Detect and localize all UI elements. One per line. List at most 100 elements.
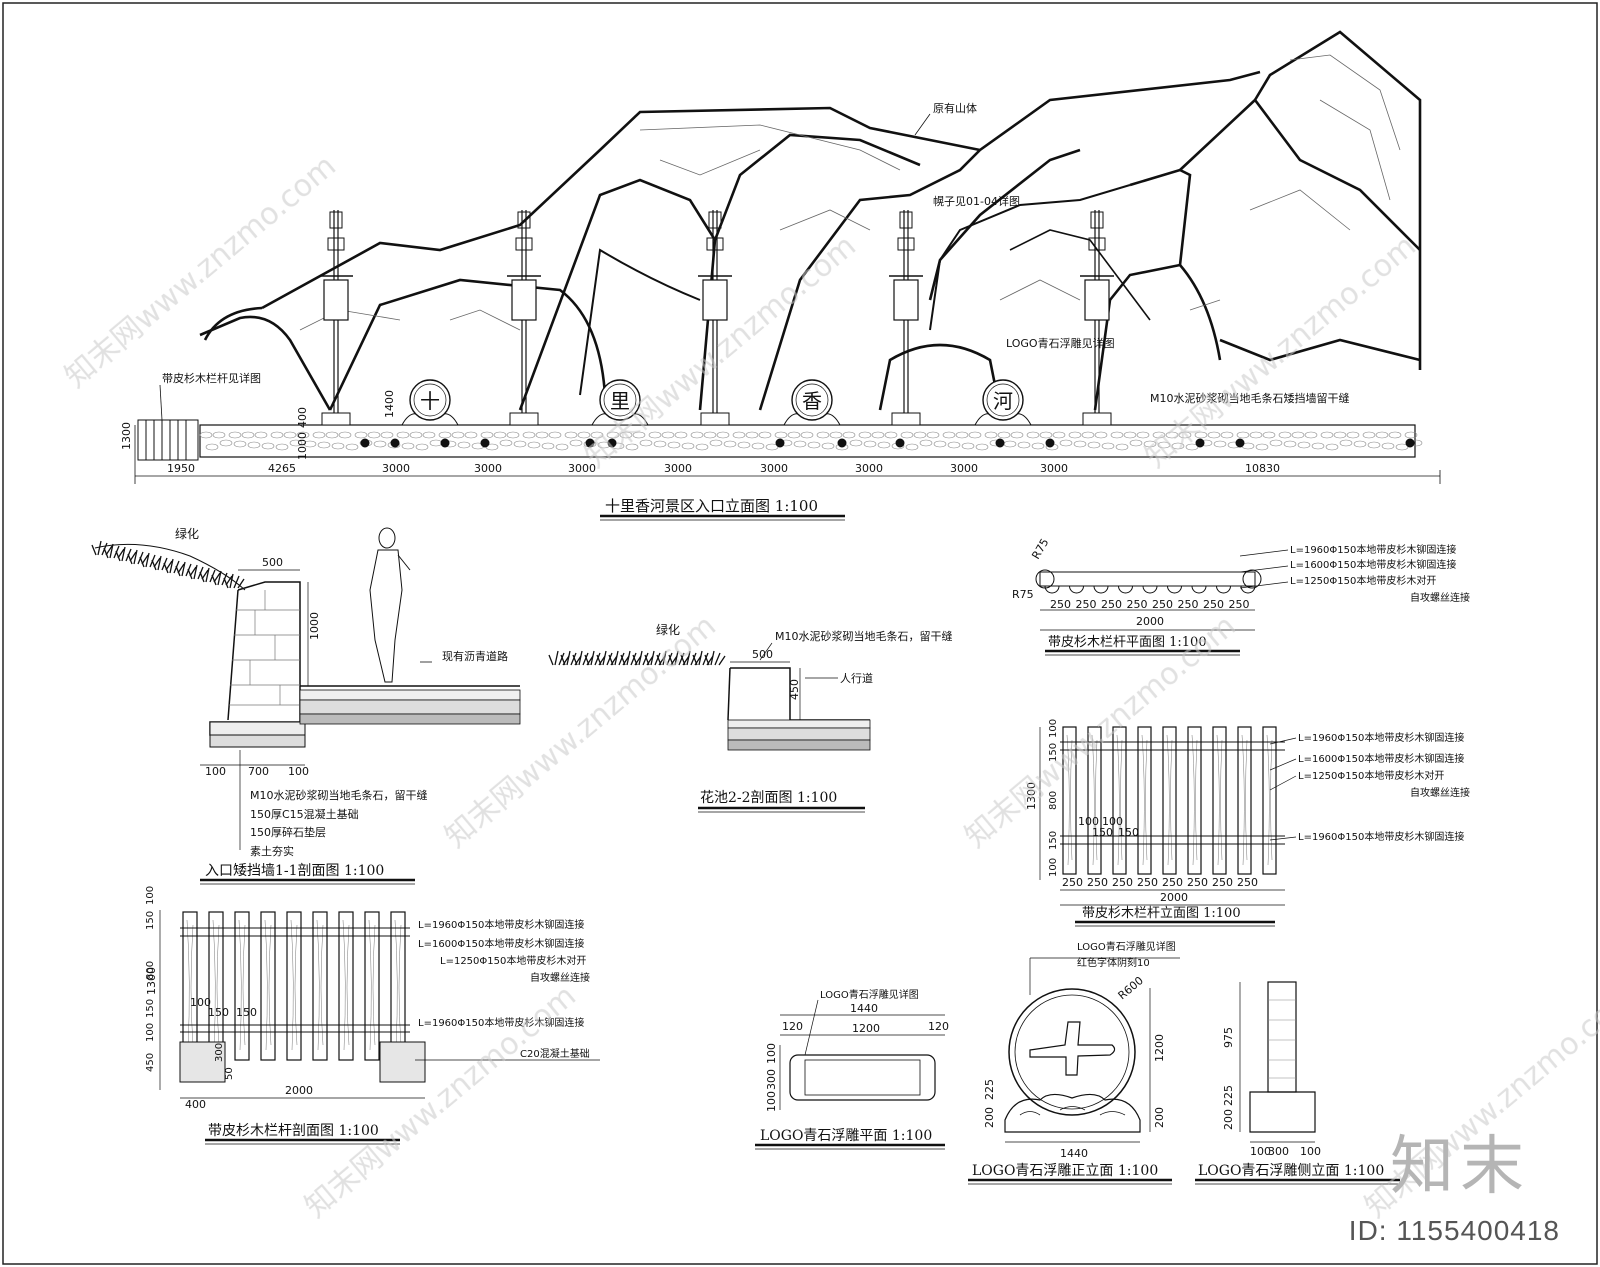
fe-note-1: L=1960Φ150本地带皮杉木铆固连接 xyxy=(1298,731,1464,744)
wall-lamp xyxy=(995,438,1005,448)
logo-stone: 河 xyxy=(974,379,1032,426)
fp-dim: 250 xyxy=(1076,598,1097,611)
lp-dim-120a: 120 xyxy=(782,1020,803,1033)
fp-dim: 250 xyxy=(1203,598,1224,611)
dim-100b: 100 xyxy=(288,765,309,778)
flag-poles xyxy=(319,210,1114,426)
note-wall-4: 素土夯实 xyxy=(250,844,294,858)
wall-lamp xyxy=(1235,438,1245,448)
fs-bottom-400: 400 xyxy=(185,1098,206,1111)
logo-stone: 里 xyxy=(591,379,649,426)
elevation-dim: 3000 xyxy=(760,462,788,475)
fence-post xyxy=(312,911,328,1061)
lp-dim-100a: 100 xyxy=(765,1091,778,1112)
fs-vdim: 450 xyxy=(145,1053,156,1072)
left-fence xyxy=(137,419,199,461)
fs-bottom-2000: 2000 xyxy=(285,1084,313,1097)
logo-side-labels: 975 200 225 300 100 100 LOGO青石浮雕侧立面 1:10… xyxy=(1195,1027,1400,1185)
label-flag-pole: 幌子见01-04详图 xyxy=(933,194,1020,208)
fs-vdim: 100 xyxy=(145,1023,156,1042)
logo-side xyxy=(1239,981,1316,1143)
brand-watermark: 知末 xyxy=(1390,1130,1530,1204)
height-dim-1000: 1000 xyxy=(296,432,309,460)
lf-dim-r600: R600 xyxy=(1116,974,1146,1002)
fp-dim: 250 xyxy=(1229,598,1250,611)
wall-lamp xyxy=(480,438,490,448)
logo-plan xyxy=(779,999,945,1110)
flag-pole xyxy=(698,210,732,426)
fe-vdim: 150 xyxy=(1048,831,1059,850)
rock-outline xyxy=(929,184,1131,331)
wall-lamp xyxy=(390,438,400,448)
fs-note-2: L=1600Φ150本地带皮杉木铆固连接 xyxy=(418,937,584,950)
dim-1000: 1000 xyxy=(308,612,321,640)
fence-plan-title: 带皮杉木栏杆平面图 1:100 xyxy=(1048,635,1207,650)
fs-vdim: 800 xyxy=(145,961,156,980)
fp-dim: 250 xyxy=(1101,598,1122,611)
dim-100a: 100 xyxy=(205,765,226,778)
fs-note-3: L=1250Φ150本地带皮杉木对开 xyxy=(440,954,586,967)
wall-lamp xyxy=(360,438,370,448)
fe-vdim: 150 xyxy=(1048,743,1059,762)
height-dim-1300: 1300 xyxy=(120,422,133,450)
radius-r75-a: R75 xyxy=(1029,536,1051,561)
fence-post xyxy=(260,911,276,1061)
fs-vdim: 300 xyxy=(214,1043,225,1062)
rock-outline xyxy=(1253,30,1422,370)
fp-dim: 250 xyxy=(1152,598,1173,611)
fs-note-5: L=1960Φ150本地带皮杉木铆固连接 xyxy=(418,1016,584,1029)
fp-dim: 250 xyxy=(1178,598,1199,611)
logo-stone: 十 xyxy=(401,379,459,426)
stone-blocks xyxy=(229,590,300,706)
fs-vdim: 50 xyxy=(224,1067,235,1080)
fence-post xyxy=(338,911,354,1061)
cloud-base xyxy=(1004,1093,1141,1133)
label-greening: 绿化 xyxy=(175,526,199,541)
ls-dim-200: 200 xyxy=(1222,1109,1235,1130)
fe-vdim: 100 xyxy=(1048,858,1059,877)
ls-dim-100b: 100 xyxy=(1300,1145,1321,1158)
elevation-dim: 3000 xyxy=(382,462,410,475)
fp-note-4: 自攻螺丝连接 xyxy=(1410,591,1470,604)
note-wall-3: 150厚碎石垫层 xyxy=(250,825,326,839)
logo-char: 里 xyxy=(610,389,630,413)
elevation-dim: 4265 xyxy=(268,462,296,475)
wall-lamp xyxy=(1405,438,1415,448)
wall-section-labels: 绿化 500 1000 现有沥青道路 100 700 100 M10水泥砂浆砌当… xyxy=(175,526,508,885)
ls-dim-100a: 100 xyxy=(1250,1145,1271,1158)
lf-dim-200b: 200 xyxy=(1153,1107,1166,1128)
wall-lamp xyxy=(1195,438,1205,448)
planter-section-title: 花池2-2剖面图 1:100 xyxy=(700,790,837,806)
fe-bottom-dim: 250 xyxy=(1187,876,1208,889)
fence-section-title: 带皮杉木栏杆剖面图 1:100 xyxy=(208,1123,379,1139)
fs-hdim-1: 100 xyxy=(190,996,211,1009)
fp-note-3: L=1250Φ150本地带皮杉木对开 xyxy=(1290,574,1436,587)
fe-vdim: 100 xyxy=(1048,719,1059,738)
fe-note-5: L=1960Φ150本地带皮杉木铆固连接 xyxy=(1298,830,1464,843)
logo-front xyxy=(1004,957,1180,1143)
flag-pole xyxy=(507,210,541,426)
logo-side-base xyxy=(1249,1091,1316,1133)
rock-outline xyxy=(1009,229,1151,321)
ls-dim-225: 225 xyxy=(1222,1085,1235,1106)
rock-outline xyxy=(1129,168,1192,266)
rock-outline xyxy=(928,148,1081,301)
concrete-base xyxy=(209,721,306,736)
note-wall-2: 150厚C15混凝土基础 xyxy=(250,807,359,821)
rock-outline xyxy=(328,278,607,411)
height-dim-400: 400 xyxy=(296,407,309,428)
gravel-layer xyxy=(209,734,306,748)
fp-note-2: L=1600Φ150本地带皮杉木铆固连接 xyxy=(1290,558,1456,571)
fence-rail-plan xyxy=(1039,571,1256,587)
fence-post xyxy=(182,911,198,1061)
label-walkway: 人行道 xyxy=(840,671,873,685)
logo-plan-title: LOGO青石浮雕平面 1:100 xyxy=(760,1128,932,1144)
fs-note-1: L=1960Φ150本地带皮杉木铆固连接 xyxy=(418,918,584,931)
wall-lamp xyxy=(775,438,785,448)
watermarks: 知末网www.znzmo.com 知末网www.znzmo.com 知末网www… xyxy=(59,149,1600,1225)
logo-side-title: LOGO青石浮雕侧立面 1:100 xyxy=(1198,1163,1384,1179)
ls-dim-975: 975 xyxy=(1222,1027,1235,1048)
logo-character-shi xyxy=(1029,1021,1116,1076)
